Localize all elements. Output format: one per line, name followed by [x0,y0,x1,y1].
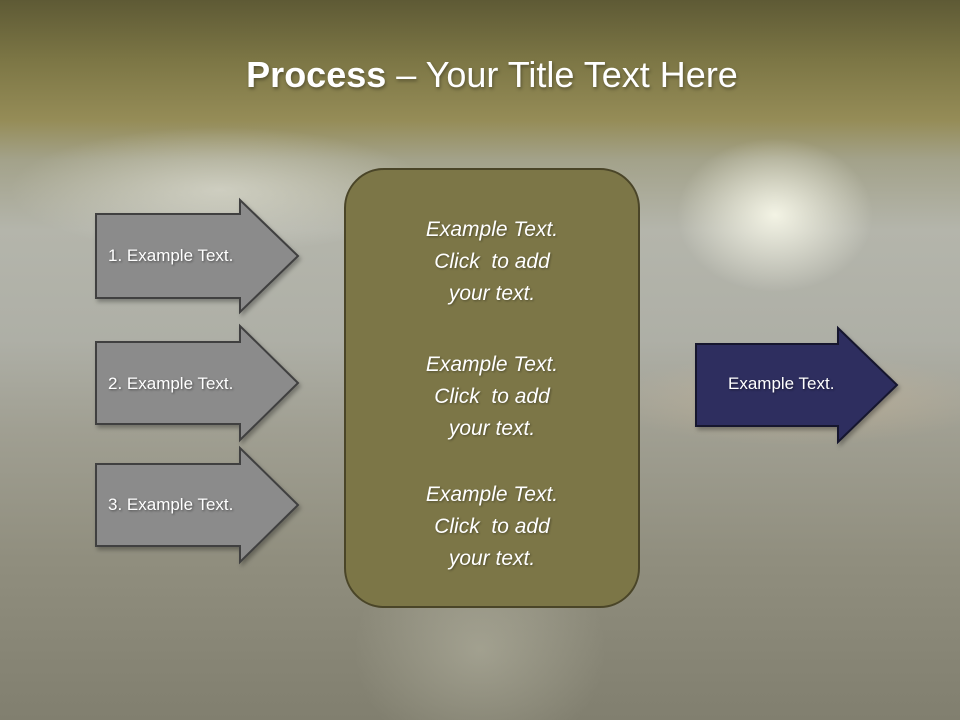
block-1-line-3: your text. [448,282,536,305]
block-3-line-2: Click to add [434,515,550,538]
text-block-1[interactable]: Example Text. Click to add your text. [346,214,638,310]
arrow-3-label: 3. Example Text. [108,495,234,514]
arrow-1-label: 1. Example Text. [108,246,234,265]
arrow-2-shape[interactable] [95,323,300,443]
text-block-2[interactable]: Example Text. Click to add your text. [346,349,638,445]
block-3-line-1: Example Text. [425,483,559,506]
title-rest: – Your Title Text Here [386,54,738,95]
slide-title[interactable]: Process – Your Title Text Here [0,50,960,100]
title-bold: Process [246,54,387,95]
block-2-line-1: Example Text. [425,353,559,376]
arrow-1-shape[interactable] [95,197,300,315]
block-1-line-2: Click to add [434,250,550,273]
block-1-line-1: Example Text. [425,218,559,241]
block-2-line-3: your text. [448,417,536,440]
text-block-3[interactable]: Example Text. Click to add your text. [346,479,638,575]
block-2-line-2: Click to add [434,385,550,408]
arrow-2-label: 2. Example Text. [108,374,234,393]
output-arrow-shape[interactable] [695,325,899,445]
block-3-line-3: your text. [448,547,536,570]
center-process-box[interactable]: Example Text. Click to add your text. Ex… [344,168,640,608]
arrow-3-shape[interactable] [95,445,300,565]
output-arrow-label: Example Text. [728,374,835,393]
